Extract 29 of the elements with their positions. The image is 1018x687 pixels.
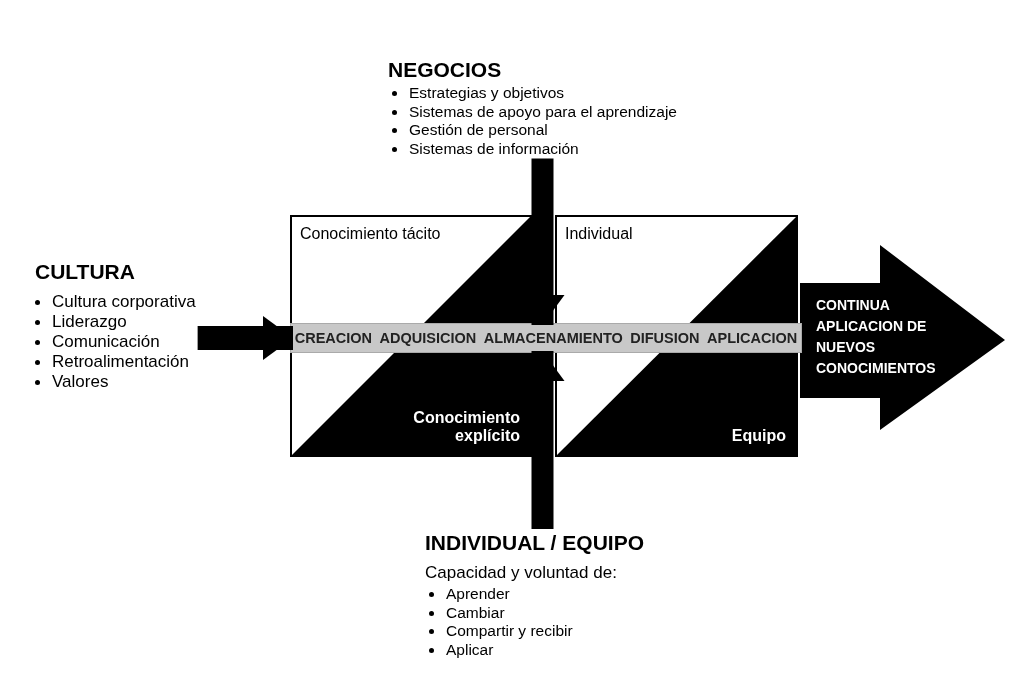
section-heading: NEGOCIOS <box>388 58 502 82</box>
bullet-item: Comunicación <box>52 332 160 351</box>
arrow <box>197 316 293 360</box>
stage-label: ADQUISICION <box>379 330 477 346</box>
bullet-item: Cambiar <box>446 603 505 621</box>
stage-label: APLICACION <box>707 330 798 346</box>
stage-label: DIFUSION <box>630 330 700 346</box>
corner-label: Individual <box>565 225 633 243</box>
section-heading: CULTURA <box>35 260 135 284</box>
arrow-text: CONTINUA APLICACION DE NUEVOS CONOCIMIENTOS <box>816 296 937 378</box>
bullet-item: Aprender <box>446 585 510 602</box>
stage-label: CREACION <box>294 330 373 346</box>
bullet-item: Gestión de personal <box>409 121 548 138</box>
corner-label: Conocimiento explícito <box>412 409 520 445</box>
corner-label: Equipo <box>730 427 786 445</box>
section-heading: INDIVIDUAL / EQUIPO <box>425 531 644 555</box>
process-band <box>290 323 802 353</box>
bullet-item: Sistemas de apoyo para el aprendizaje <box>409 102 677 120</box>
bullet-item: Cultura corporativa <box>52 292 196 311</box>
corner-label: Conocimiento tácito <box>300 225 441 243</box>
bullet-item: Liderazgo <box>52 312 127 331</box>
bullet-item: Valores <box>52 372 109 391</box>
subheading: Capacidad y voluntad de: <box>425 563 618 583</box>
bullet-item: Estrategias y objetivos <box>409 84 565 101</box>
bullet-item: Aplicar <box>446 640 494 658</box>
bullet-item: Sistemas de información <box>409 139 579 157</box>
bullet-item: Compartir y recibir <box>446 622 573 639</box>
bullet-item: Retroalimentación <box>52 352 189 371</box>
stage-label: ALMACENAMIENTO <box>483 330 623 346</box>
